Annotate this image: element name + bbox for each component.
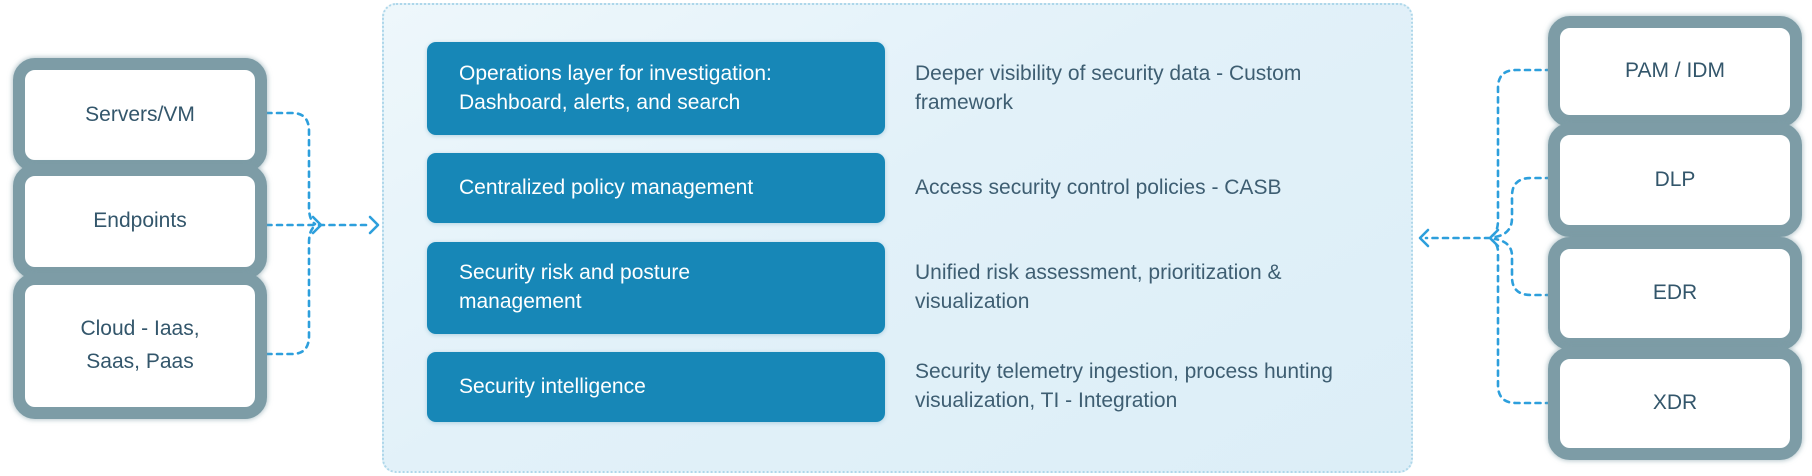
connector-line-pam-idm — [1490, 68, 1553, 238]
capability-label: Operations layer for investigation: Dash… — [459, 61, 772, 114]
capability-pill-intelligence: Security intelligence — [427, 352, 885, 422]
arrow-left-junction-icon — [1488, 228, 1500, 248]
capability-description: Security telemetry ingestion, process hu… — [915, 360, 1333, 412]
integration-label: DLP — [1654, 167, 1696, 191]
integration-label: XDR — [1652, 391, 1698, 415]
integration-box-pam-idm: PAM / IDM — [1548, 16, 1802, 127]
connector-line-cloud — [254, 224, 317, 356]
capability-pill-policy: Centralized policy management — [427, 153, 885, 223]
source-box-servers-vm: Servers/VM — [13, 58, 267, 172]
connector-line-xdr — [1490, 238, 1553, 405]
integration-box-dlp: DLP — [1548, 123, 1802, 237]
capability-description: Deeper visibility of security data - Cus… — [915, 61, 1302, 114]
integration-box-edr: EDR — [1548, 237, 1802, 350]
capability-pill-operations: Operations layer for investigation: Dash… — [427, 42, 885, 135]
source-label: Endpoints — [93, 209, 187, 233]
integration-label: EDR — [1652, 281, 1698, 305]
connector-line-dlp — [1493, 176, 1553, 239]
connector-line-edr — [1493, 237, 1553, 297]
arrow-right-junction-icon — [311, 215, 323, 235]
source-box-endpoints: Endpoints — [13, 164, 267, 279]
capability-pill-risk-posture: Security risk and posture management — [427, 242, 885, 334]
left-connector — [254, 111, 380, 356]
source-box-cloud: Cloud - Iaas, Saas, Paas — [13, 273, 267, 419]
arrow-left-icon — [1418, 228, 1430, 248]
integration-box-xdr: XDR — [1548, 347, 1802, 460]
connector-line-servers — [254, 111, 317, 226]
capability-description: Access security control policies - CASB — [915, 175, 1282, 199]
arrow-right-icon — [368, 215, 380, 235]
capability-label: Security risk and posture management — [459, 261, 691, 313]
integration-label: PAM / IDM — [1625, 59, 1725, 83]
capability-label: Centralized policy management — [459, 175, 754, 199]
capability-description: Unified risk assessment, prioritization … — [915, 261, 1282, 313]
right-connector — [1418, 68, 1553, 405]
capability-label: Security intelligence — [459, 374, 646, 398]
source-label: Servers/VM — [85, 102, 195, 126]
source-label: Cloud - Iaas, Saas, Paas — [80, 317, 200, 373]
